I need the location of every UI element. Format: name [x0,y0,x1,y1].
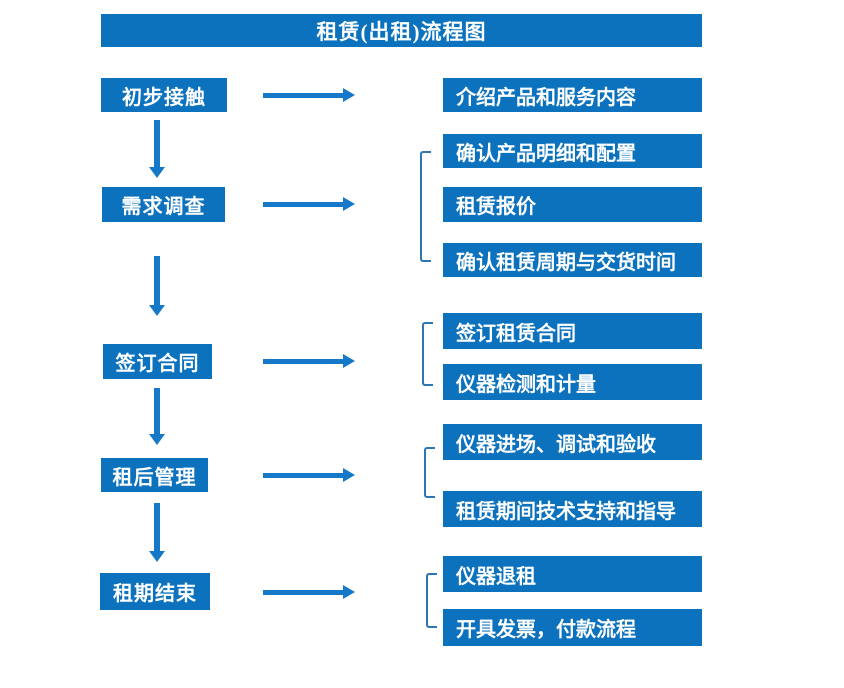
arrow-shaft [263,358,344,364]
stage-box-contract-signing: 签订合同 [103,344,212,379]
arrow-right-icon [263,585,355,599]
detail-box-instrument-inspection-calibration: 仪器检测和计量 [443,364,702,400]
detail-box-instrument-return: 仪器退租 [443,556,702,592]
arrow-head [149,167,165,178]
left-bracket [426,573,437,628]
left-bracket [420,151,431,262]
arrow-right-icon [263,88,355,102]
arrow-head [343,197,355,211]
stage-box-demand-survey: 需求调查 [102,187,225,222]
detail-box-rental-tech-support: 租赁期间技术支持和指导 [443,491,702,527]
stage-box-initial-contact: 初步接触 [101,78,227,112]
left-bracket [422,322,433,386]
detail-box-rental-quote: 租赁报价 [443,187,702,222]
detail-box-invoice-payment: 开具发票，付款流程 [443,609,702,646]
arrow-down-icon [149,388,165,445]
arrow-shaft [154,256,160,306]
stage-box-post-rental-management: 租后管理 [101,458,208,492]
stage-box-rental-period-end: 租期结束 [100,573,210,610]
arrow-head [149,305,165,316]
arrow-shaft [263,472,344,478]
left-bracket [424,447,435,498]
arrow-shaft [263,92,344,98]
arrow-right-icon [263,468,355,482]
detail-box-instrument-arrival-debug-acceptance: 仪器进场、调试和验收 [443,424,702,460]
arrow-down-icon [149,503,165,562]
page-title: 租赁(出租)流程图 [101,14,702,47]
arrow-down-icon [149,256,165,316]
arrow-shaft [154,120,160,168]
arrow-head [343,354,355,368]
arrow-head [149,551,165,562]
arrow-head [343,88,355,102]
detail-box-confirm-rental-period-delivery: 确认租赁周期与交货时间 [443,243,702,277]
detail-box-sign-rental-contract: 签订租赁合同 [443,313,702,349]
arrow-head [343,468,355,482]
arrow-shaft [263,201,344,207]
arrow-right-icon [263,354,355,368]
arrow-right-icon [263,197,355,211]
arrow-shaft [154,503,160,552]
arrow-shaft [263,589,344,595]
arrow-head [343,585,355,599]
arrow-shaft [154,388,160,435]
arrow-head [149,434,165,445]
detail-box-introduce-products-services: 介绍产品和服务内容 [443,78,702,112]
detail-box-confirm-product-details: 确认产品明细和配置 [443,134,702,168]
arrow-down-icon [149,120,165,178]
